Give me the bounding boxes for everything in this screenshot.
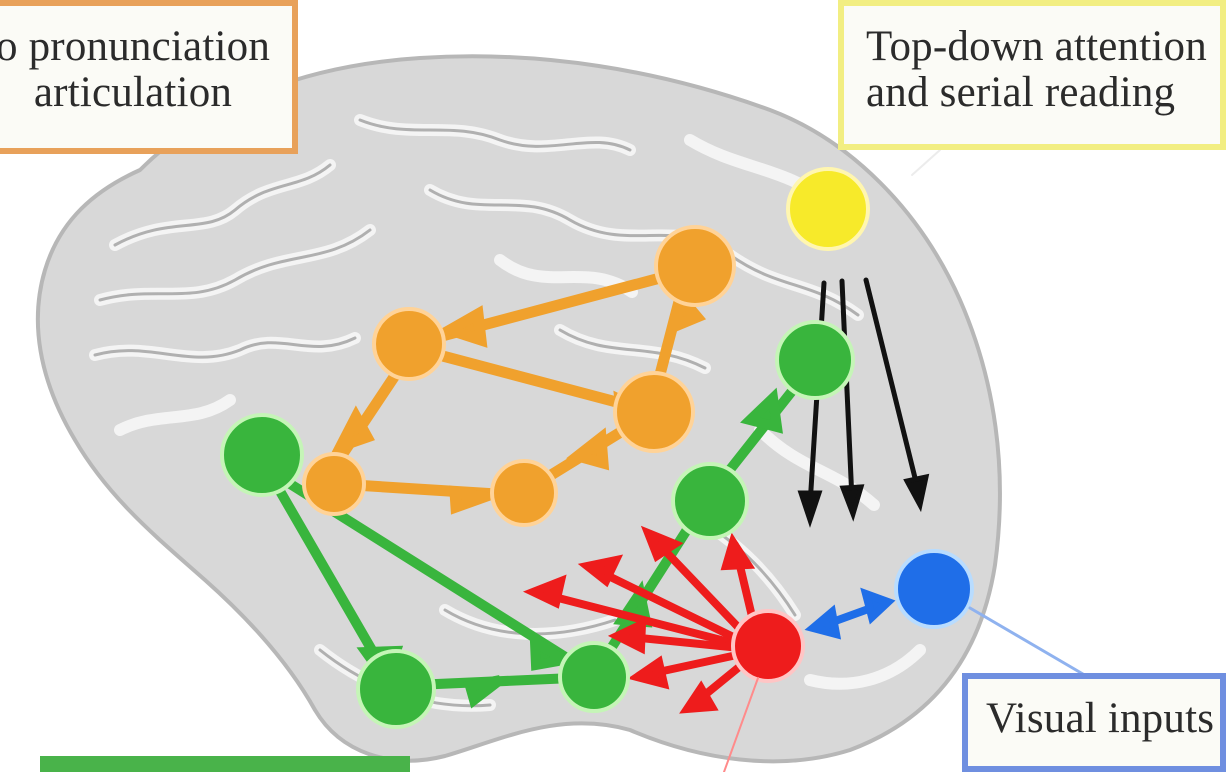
orange-node	[492, 461, 556, 525]
green-node	[222, 415, 302, 495]
orange-node	[374, 309, 444, 379]
green-node	[358, 651, 434, 727]
visual-leader	[970, 608, 1088, 677]
orange-node	[656, 227, 734, 305]
yellow-node	[788, 169, 868, 249]
visual-label: Visual inputs	[962, 673, 1226, 772]
green-node	[560, 643, 628, 711]
pronunciation-line-2: articulation	[0, 70, 292, 116]
red-node	[733, 611, 803, 681]
top-down-label: Top-down attention and serial reading	[838, 0, 1226, 150]
top-down-leader	[912, 150, 940, 175]
blue-node	[896, 551, 972, 627]
pronunciation-label: o pronunciation articulation	[0, 0, 298, 154]
pronunciation-line-1: o pronunciation	[0, 24, 292, 70]
brain-outline	[38, 56, 1000, 761]
orange-node	[615, 373, 693, 451]
top-down-line-2: and serial reading	[866, 70, 1220, 116]
top-down-line-1: Top-down attention	[866, 24, 1220, 70]
orange-node	[304, 454, 364, 514]
green-label-bar	[40, 756, 410, 772]
green-node	[673, 464, 747, 538]
green-node	[777, 322, 853, 398]
visual-line-1: Visual inputs	[986, 696, 1220, 742]
